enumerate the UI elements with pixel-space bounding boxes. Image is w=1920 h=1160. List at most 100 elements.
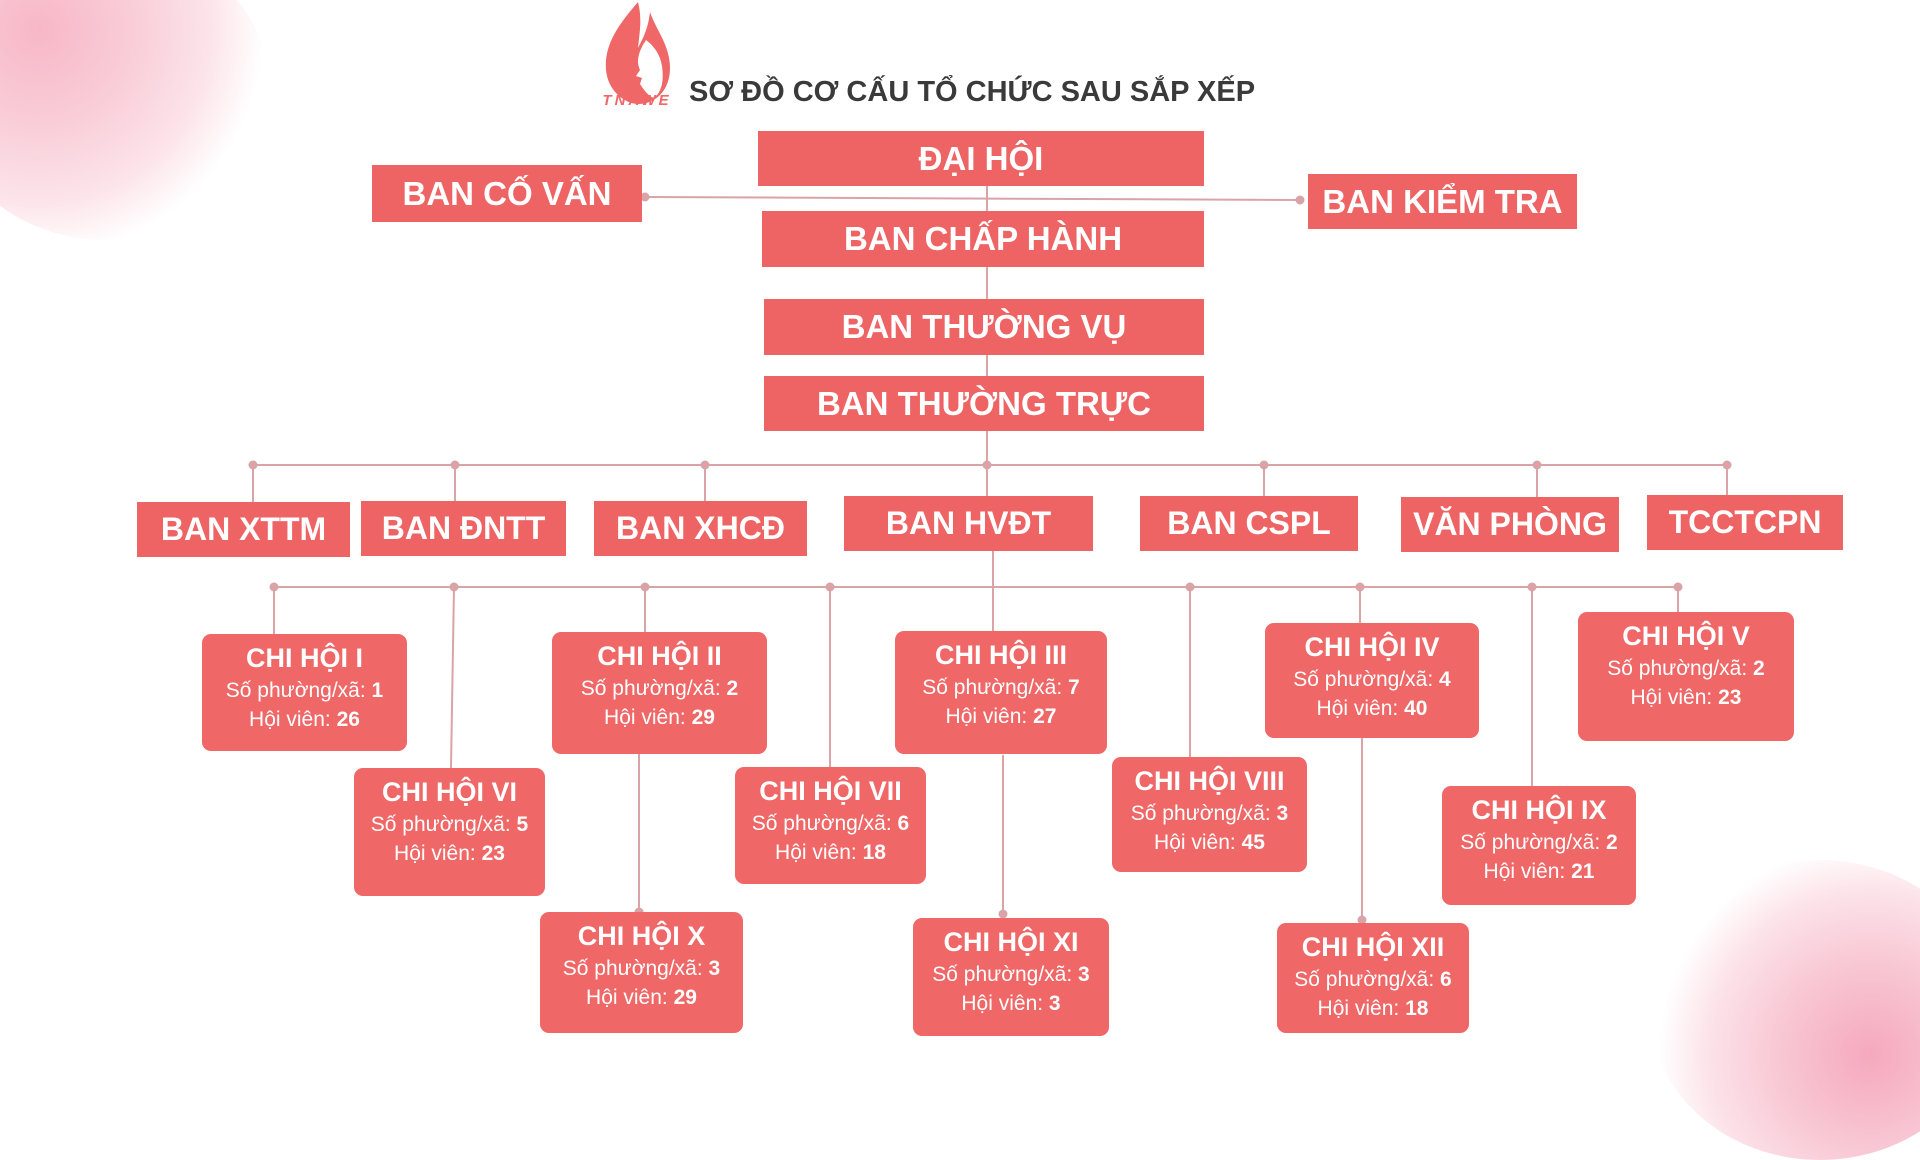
department-box: BAN XTTM	[137, 502, 350, 557]
branch-box: CHI HỘI X Số phường/xã: 3 Hội viên: 29	[540, 912, 743, 1033]
members-label: Hội viên:	[1317, 997, 1400, 1020]
branch-members: Hội viên: 29	[540, 983, 743, 1012]
branch-name: CHI HỘI XI	[943, 927, 1079, 957]
branch-wards: Số phường/xã: 3	[540, 954, 743, 983]
branch-box: CHI HỘI IX Số phường/xã: 2 Hội viên: 21	[1442, 786, 1636, 905]
members-value: 18	[862, 841, 886, 864]
dai-hoi-box: ĐẠI HỘI	[758, 131, 1204, 186]
wards-value: 3	[1078, 963, 1090, 986]
branch-name: CHI HỘI I	[245, 643, 363, 673]
members-value: 29	[691, 706, 715, 729]
branch-members: Hội viên: 29	[552, 703, 767, 732]
branch-name: CHI HỘI VIII	[1134, 766, 1285, 796]
wards-value: 3	[708, 957, 721, 980]
branch-name: CHI HỘI II	[597, 641, 722, 671]
branch-name: CHI HỘI IV	[1304, 632, 1440, 662]
branch-wards: Số phường/xã: 7	[895, 673, 1107, 702]
branch-members: Hội viên: 27	[895, 702, 1107, 731]
members-value: 23	[1718, 686, 1742, 709]
branch-box: CHI HỘI IV Số phường/xã: 4 Hội viên: 40	[1265, 623, 1479, 738]
branch-wards: Số phường/xã: 6	[1277, 965, 1469, 994]
branch-box: CHI HỘI I Số phường/xã: 1 Hội viên: 26	[202, 634, 407, 751]
branch-box: CHI HỘI VII Số phường/xã: 6 Hội viên: 18	[735, 767, 926, 884]
department-box: BAN XHCĐ	[594, 501, 807, 556]
members-value: 45	[1241, 831, 1265, 854]
branch-wards: Số phường/xã: 3	[1112, 799, 1307, 828]
wards-label: Số phường/xã:	[932, 963, 1073, 986]
wards-label: Số phường/xã:	[562, 957, 703, 980]
branch-wards: Số phường/xã: 2	[1578, 654, 1794, 683]
branch-name: CHI HỘI III	[934, 640, 1067, 670]
branch-wards: Số phường/xã: 6	[735, 809, 926, 838]
branch-members: Hội viên: 21	[1442, 857, 1636, 886]
branch-box: CHI HỘI XII Số phường/xã: 6 Hội viên: 18	[1277, 923, 1469, 1033]
branch-box: CHI HỘI II Số phường/xã: 2 Hội viên: 29	[552, 632, 767, 754]
branch-wards: Số phường/xã: 5	[354, 810, 545, 839]
wards-value: 3	[1276, 802, 1289, 825]
members-label: Hội viên:	[1483, 860, 1566, 883]
members-label: Hội viên:	[961, 992, 1044, 1015]
branch-wards: Số phường/xã: 2	[1442, 828, 1636, 857]
branch-box: CHI HỘI V Số phường/xã: 2 Hội viên: 23	[1578, 612, 1794, 741]
branch-box: CHI HỘI XI Số phường/xã: 3 Hội viên: 3	[913, 918, 1109, 1036]
members-value: 29	[673, 986, 697, 1009]
wards-value: 7	[1068, 676, 1080, 699]
branch-members: Hội viên: 23	[354, 839, 545, 868]
members-label: Hội viên:	[1154, 831, 1236, 854]
branch-box: CHI HỘI VI Số phường/xã: 5 Hội viên: 23	[354, 768, 545, 896]
wards-value: 2	[1753, 657, 1765, 680]
branch-members: Hội viên: 26	[202, 705, 407, 734]
wards-value: 4	[1439, 668, 1451, 691]
branch-box: CHI HỘI III Số phường/xã: 7 Hội viên: 27	[895, 631, 1107, 754]
members-value: 27	[1033, 705, 1057, 728]
ban-thuong-truc-box: BAN THƯỜNG TRỰC	[764, 376, 1204, 431]
wards-value: 6	[897, 812, 910, 835]
ban-kiem-tra-box: BAN KIỂM TRA	[1308, 174, 1577, 229]
department-box: BAN CSPL	[1140, 496, 1358, 551]
wards-label: Số phường/xã:	[1130, 802, 1271, 825]
members-value: 23	[481, 842, 505, 865]
ban-co-van-box: BAN CỐ VẤN	[372, 165, 642, 222]
wards-label: Số phường/xã:	[580, 677, 721, 700]
members-value: 18	[1405, 997, 1429, 1020]
wards-value: 2	[726, 677, 739, 700]
members-label: Hội viên:	[604, 706, 686, 729]
members-label: Hội viên:	[249, 708, 331, 731]
branch-name: CHI HỘI VI	[381, 777, 517, 807]
branch-name: CHI HỘI V	[1622, 621, 1750, 651]
department-box: VĂN PHÒNG	[1401, 497, 1619, 552]
wards-label: Số phường/xã:	[370, 813, 511, 836]
department-box: TCCTCPN	[1647, 495, 1843, 550]
branch-name: CHI HỘI IX	[1471, 795, 1607, 825]
members-label: Hội viên:	[394, 842, 476, 865]
members-value: 26	[336, 708, 360, 731]
ban-chap-hanh-box: BAN CHẤP HÀNH	[762, 211, 1204, 267]
members-label: Hội viên:	[945, 705, 1028, 728]
branch-wards: Số phường/xã: 2	[552, 674, 767, 703]
logo-text: TNAWE	[602, 92, 672, 109]
ban-thuong-vu-box: BAN THƯỜNG VỤ	[764, 299, 1204, 355]
branch-members: Hội viên: 40	[1265, 694, 1479, 723]
members-value: 21	[1571, 860, 1595, 883]
branch-box: CHI HỘI VIII Số phường/xã: 3 Hội viên: 4…	[1112, 757, 1307, 872]
branch-wards: Số phường/xã: 3	[913, 960, 1109, 989]
wards-label: Số phường/xã:	[751, 812, 892, 835]
wards-label: Số phường/xã:	[1460, 831, 1601, 854]
members-value: 3	[1048, 992, 1061, 1015]
wards-label: Số phường/xã:	[922, 676, 1063, 699]
wards-value: 2	[1606, 831, 1618, 854]
members-label: Hội viên:	[775, 841, 857, 864]
branch-name: CHI HỘI XII	[1301, 932, 1445, 962]
wards-label: Số phường/xã:	[1294, 968, 1435, 991]
branch-members: Hội viên: 18	[1277, 994, 1469, 1023]
wards-value: 5	[516, 813, 529, 836]
department-box: BAN HVĐT	[844, 496, 1093, 551]
department-box: BAN ĐNTT	[361, 501, 566, 556]
wards-label: Số phường/xã:	[1293, 668, 1434, 691]
page-title: SƠ ĐỒ CƠ CẤU TỔ CHỨC SAU SẮP XẾP	[689, 76, 1256, 108]
branch-members: Hội viên: 45	[1112, 828, 1307, 857]
branch-members: Hội viên: 3	[913, 989, 1109, 1018]
members-value: 40	[1404, 697, 1428, 720]
connector-lines	[248, 175, 1732, 925]
wards-label: Số phường/xã:	[225, 679, 366, 702]
